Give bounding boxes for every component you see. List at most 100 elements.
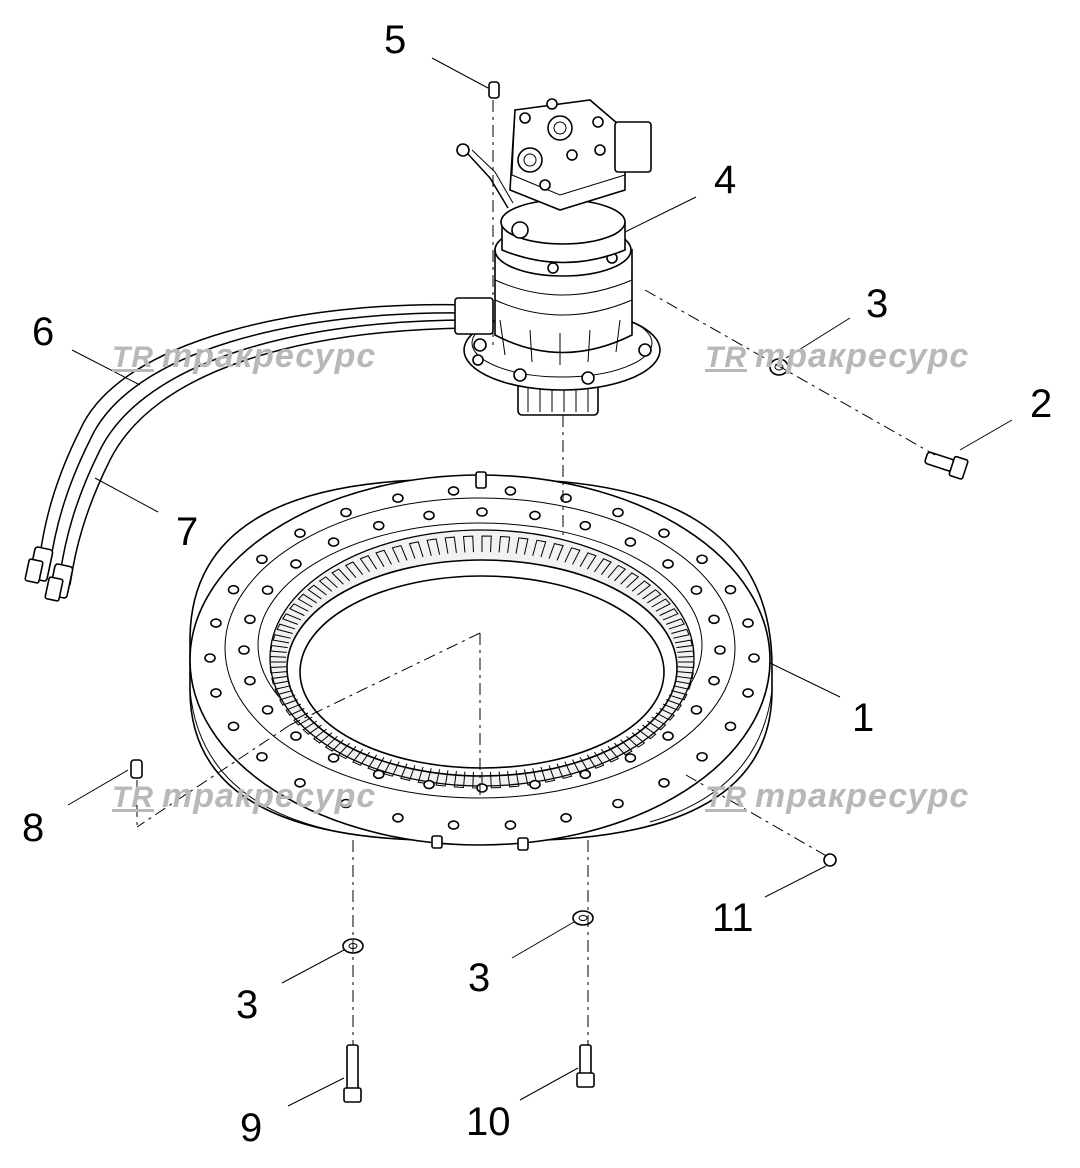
bolt-hole — [256, 554, 268, 565]
watermark-text: тракресурс — [162, 777, 377, 815]
callout-1: 1 — [852, 696, 875, 740]
bolt-hole — [244, 675, 256, 686]
bolt-hole — [340, 507, 352, 518]
bolt-hole — [210, 688, 222, 698]
bolt-hole — [504, 820, 517, 830]
callout-4: 4 — [714, 158, 737, 202]
bolt-hole — [447, 820, 460, 830]
gear-tooth — [462, 535, 474, 553]
gear-tooth — [626, 732, 646, 748]
watermark-logo: TR — [112, 341, 154, 374]
swing-motor-assembly — [454, 98, 661, 416]
bolt-hole — [423, 779, 435, 790]
bolt-hole — [327, 537, 340, 547]
gear-tooth — [662, 699, 682, 711]
gear-tooth — [548, 543, 564, 561]
gear-tooth — [507, 770, 520, 788]
gear-tooth — [391, 544, 408, 563]
gear-tooth — [532, 539, 547, 558]
bolt-hole — [294, 528, 306, 538]
bolt-hole — [504, 486, 517, 496]
callout-7: 7 — [176, 510, 199, 554]
bolt-hole — [662, 731, 674, 741]
bolt-hole — [742, 618, 754, 628]
gear-tooth — [637, 724, 657, 740]
bolt-hole — [612, 798, 624, 809]
gear-tooth — [302, 720, 322, 735]
gear-tooth — [676, 671, 694, 680]
gear-tooth — [344, 561, 364, 579]
gear-tooth — [586, 751, 605, 769]
bolt-hole — [714, 645, 726, 655]
gear-tooth — [359, 555, 378, 573]
gear-tooth — [285, 703, 305, 716]
bolt-hole — [327, 753, 340, 763]
bolt-hole — [372, 769, 385, 780]
gear-tooth — [651, 598, 671, 612]
callout-9: 9 — [240, 1106, 263, 1150]
bolt-hole — [560, 812, 572, 823]
bolt-hole — [624, 753, 637, 763]
gear-tooth — [444, 536, 457, 554]
gear-tooth — [647, 716, 667, 731]
callout-5: 5 — [384, 18, 407, 62]
bolt-hole — [658, 778, 670, 788]
gear-tooth — [383, 759, 400, 777]
watermark-logo: TR — [705, 341, 747, 374]
gear-tooth — [289, 603, 309, 616]
gear-tooth — [367, 754, 385, 772]
gear-tooth — [594, 558, 612, 576]
gear-tooth — [318, 576, 338, 592]
gear-tooth — [453, 770, 466, 789]
watermark-logo: TR — [112, 781, 154, 814]
bolt-hole — [290, 559, 302, 569]
bolt-hole — [529, 779, 541, 790]
bolt-hole — [724, 584, 737, 595]
gear-tooth — [655, 708, 675, 721]
gear-tooth — [272, 634, 291, 644]
gear-tooth — [408, 541, 424, 559]
callout-11: 11 — [712, 896, 754, 940]
gear-tooth — [631, 580, 652, 596]
callout-3-washer-top: 3 — [866, 282, 889, 326]
bolt-hole — [742, 688, 754, 698]
bolt-hole — [529, 510, 541, 521]
gear-tooth — [312, 728, 333, 744]
watermark-logo: TR — [705, 781, 747, 814]
gear-tooth — [426, 538, 441, 556]
gear-tooth — [417, 766, 432, 785]
bolt-hole — [244, 614, 256, 625]
bolt-hole — [372, 520, 385, 531]
bolt-hole — [290, 731, 302, 741]
bolt-hole — [340, 798, 352, 809]
bolt-hole — [238, 645, 250, 655]
watermark-text: тракресурс — [162, 337, 377, 375]
gear-tooth — [642, 589, 662, 604]
gear-tooth — [282, 613, 302, 625]
bolt-hole — [261, 585, 274, 595]
gear-tooth — [668, 689, 688, 701]
gear-tooth — [607, 564, 627, 582]
gear-tooth — [579, 552, 597, 570]
gear-tooth — [481, 535, 492, 553]
bolt-hole — [423, 510, 435, 521]
gear-tooth — [307, 584, 327, 600]
gear-tooth — [564, 547, 581, 565]
gear-tooth — [324, 735, 344, 752]
gear-tooth — [375, 549, 392, 567]
watermark-text: тракресурс — [755, 777, 970, 815]
bolt-hole — [204, 653, 216, 663]
gear-tooth — [677, 650, 695, 658]
gear-tooth — [620, 572, 640, 589]
bolt-hole — [612, 507, 624, 518]
bolt-hole — [210, 618, 222, 628]
center-lines — [136, 100, 936, 1045]
gear-tooth — [600, 745, 620, 763]
bolt-hole — [696, 751, 708, 762]
gear-tooth — [269, 666, 287, 674]
